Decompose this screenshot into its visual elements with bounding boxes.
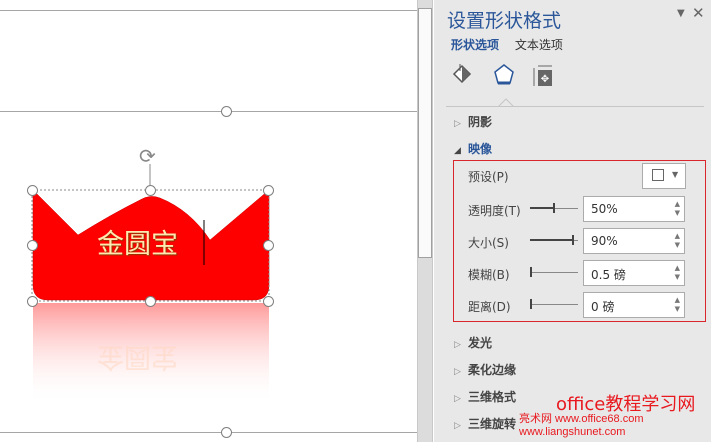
size-properties-icon[interactable]: ✥ <box>532 62 556 88</box>
size-input[interactable]: 90%▲▼ <box>583 228 685 254</box>
effects-icon[interactable] <box>492 62 516 88</box>
preset-dropdown[interactable]: ▼ <box>642 163 686 189</box>
preset-square-icon <box>652 169 664 181</box>
size-label: 大小(S) <box>468 236 509 250</box>
fill-line-icon[interactable] <box>451 62 475 86</box>
tab-pointer <box>498 98 514 107</box>
section-3d-format[interactable]: ▷三维格式 <box>454 390 517 404</box>
size-slider[interactable] <box>530 235 578 245</box>
section-soft-edges[interactable]: ▷柔化边缘 <box>454 363 517 377</box>
red-shape <box>32 189 270 301</box>
section-glow[interactable]: ▷发光 <box>454 336 493 350</box>
resize-handle[interactable] <box>263 185 274 196</box>
tab-shape-options[interactable]: 形状选项 <box>451 38 500 52</box>
blur-input[interactable]: 0.5 磅▲▼ <box>583 260 685 286</box>
resize-handle[interactable] <box>263 296 274 307</box>
document-canvas[interactable]: 金圆宝 金圆宝 ⟳ <box>0 0 417 442</box>
page-divider <box>0 111 417 112</box>
resize-handle[interactable] <box>263 240 274 251</box>
transparency-input[interactable]: 50%▲▼ <box>583 196 685 222</box>
preset-label: 预设(P) <box>468 170 509 184</box>
resize-handle[interactable] <box>145 185 156 196</box>
spinner-arrows-icon: ▲▼ <box>674 296 680 313</box>
resize-handle[interactable] <box>221 427 232 438</box>
page-edge <box>0 10 417 11</box>
section-3d-rotation[interactable]: ▷三维旋转 <box>454 417 517 431</box>
distance-slider[interactable] <box>530 299 578 309</box>
distance-input[interactable]: 0 磅▲▼ <box>583 292 685 318</box>
tab-text-options[interactable]: 文本选项 <box>514 38 563 52</box>
close-icon[interactable]: ✕ <box>692 4 705 22</box>
transparency-slider[interactable] <box>530 203 578 213</box>
watermark-url: 亮术网 www.office68.com www.liangshunet.com <box>519 413 644 438</box>
shape-text-reflection: 金圆宝 <box>97 341 178 372</box>
separator <box>446 106 704 107</box>
svg-text:✥: ✥ <box>541 74 549 85</box>
resize-handle[interactable] <box>27 185 38 196</box>
scrollbar-thumb[interactable] <box>418 8 432 258</box>
vertical-scrollbar[interactable] <box>417 0 433 442</box>
page-divider-bottom <box>0 432 417 433</box>
shape-text[interactable]: 金圆宝 <box>97 229 178 260</box>
section-shadow[interactable]: ▷阴影 <box>454 115 493 129</box>
panel-title: 设置形状格式 <box>447 10 562 32</box>
resize-handle[interactable] <box>145 296 156 307</box>
reflection-settings-box: 预设(P) ▼ 透明度(T) 50%▲▼ 大小(S) 90%▲▼ 模糊(B) 0… <box>453 160 706 322</box>
section-reflection[interactable]: ◢映像 <box>454 142 493 156</box>
chevron-down-icon: ▼ <box>672 170 679 179</box>
transparency-label: 透明度(T) <box>468 204 521 218</box>
format-shape-panel: 设置形状格式 ▼ ✕ 形状选项 文本选项 ✥ ▷阴影 ◢映像 预设(P) ▼ 透… <box>434 0 711 442</box>
rotate-handle-icon[interactable]: ⟳ <box>139 144 156 168</box>
shape-svg <box>31 164 270 405</box>
blur-slider[interactable] <box>530 267 578 277</box>
spinner-arrows-icon: ▲▼ <box>674 200 680 217</box>
resize-handle[interactable] <box>27 296 38 307</box>
distance-label: 距离(D) <box>468 300 511 314</box>
resize-handle[interactable] <box>221 106 232 117</box>
blur-label: 模糊(B) <box>468 268 510 282</box>
spinner-arrows-icon: ▲▼ <box>674 232 680 249</box>
panel-options-icon[interactable]: ▼ <box>677 8 685 19</box>
shape-reflection <box>33 303 269 405</box>
watermark-title: office教程学习网 <box>556 394 696 415</box>
resize-handle[interactable] <box>27 240 38 251</box>
spinner-arrows-icon: ▲▼ <box>674 264 680 281</box>
